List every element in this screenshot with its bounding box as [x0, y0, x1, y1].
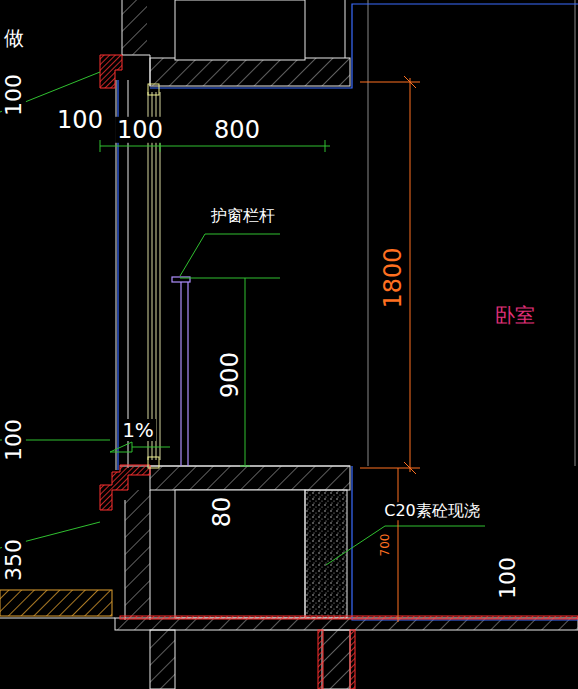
dimension-label: 1800	[380, 245, 406, 310]
dimension-label: 100	[2, 72, 26, 118]
dimension-label: 护窗栏杆	[209, 207, 277, 225]
dimension-label: 100	[115, 117, 165, 143]
dimension-label: 350	[2, 537, 26, 583]
dimension-label: 做	[2, 27, 26, 49]
dimension-label: 100	[55, 107, 105, 133]
dimension-label: 1%	[120, 419, 156, 441]
finish-lines	[118, 4, 578, 620]
dimension-label: 卧室	[493, 304, 537, 326]
dimension-label: 700	[379, 532, 392, 559]
insulation	[100, 55, 578, 689]
guard-rail	[172, 277, 190, 466]
dimension-label: 100	[496, 555, 520, 601]
dimension-label: C20素砼现浇	[382, 502, 482, 520]
dimension-label: 100	[2, 417, 26, 463]
dimension-lines	[0, 72, 485, 565]
dimension-label: 80	[209, 495, 235, 530]
dimension-orange	[360, 76, 420, 622]
dimension-label: 900	[217, 350, 243, 400]
dimension-label: 800	[212, 117, 262, 143]
